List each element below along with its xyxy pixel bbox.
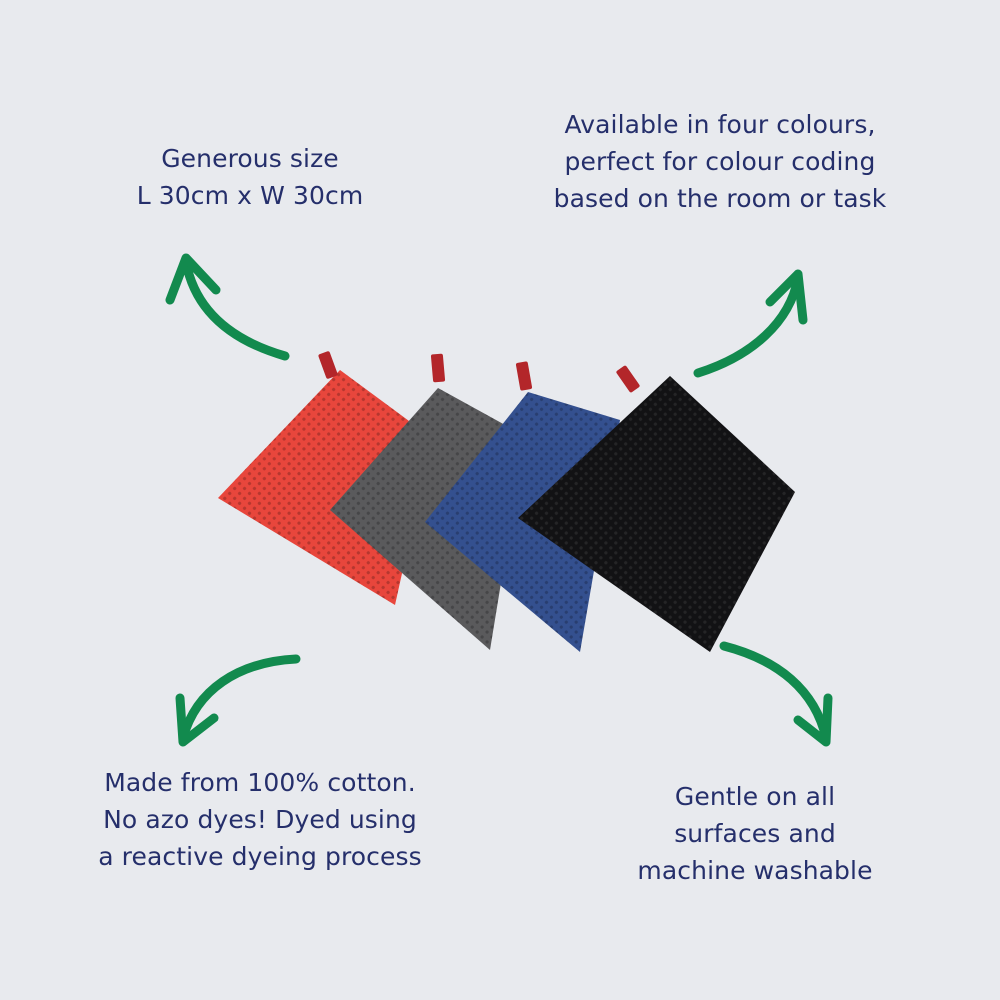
arrow-down-right-head bbox=[793, 693, 833, 747]
arrow-up-right-head bbox=[765, 269, 808, 325]
caption-gentle: Gentle on all surfaces and machine washa… bbox=[560, 778, 950, 889]
arrow-down-left-head bbox=[175, 693, 219, 747]
cloth-tag-blue bbox=[515, 361, 533, 391]
caption-size: Generous size L 30cm x W 30cm bbox=[60, 140, 440, 214]
caption-cotton-line-1: Made from 100% cotton. bbox=[104, 768, 416, 797]
caption-gentle-line-1: Gentle on all bbox=[674, 782, 836, 811]
caption-size-line-2: L 30cm x W 30cm bbox=[136, 181, 364, 210]
caption-cotton-line-2: No azo dyes! Dyed using bbox=[103, 805, 417, 834]
caption-colours-line-3: based on the room or task bbox=[553, 184, 887, 213]
caption-cotton: Made from 100% cotton. No azo dyes! Dyed… bbox=[30, 764, 490, 875]
arrow-down-left-shaft bbox=[178, 654, 301, 743]
caption-cotton-line-3: a reactive dyeing process bbox=[98, 842, 422, 871]
caption-colours: Available in four colours, perfect for c… bbox=[490, 106, 950, 217]
caption-colours-line-2: perfect for colour coding bbox=[564, 147, 876, 176]
cloth-tag-grey bbox=[430, 353, 446, 383]
cloth-black bbox=[518, 365, 795, 652]
cloth-tag-black bbox=[616, 365, 640, 393]
arrow-up-left-head bbox=[165, 253, 221, 305]
caption-gentle-line-2: surfaces and bbox=[674, 819, 836, 848]
cloth-tag-red bbox=[318, 351, 338, 379]
caption-size-line-1: Generous size bbox=[161, 144, 339, 173]
cloth-blue bbox=[425, 361, 620, 652]
caption-colours-line-1: Available in four colours, bbox=[564, 110, 876, 139]
cloths-illustration bbox=[218, 351, 795, 652]
caption-gentle-line-3: machine washable bbox=[637, 856, 873, 885]
